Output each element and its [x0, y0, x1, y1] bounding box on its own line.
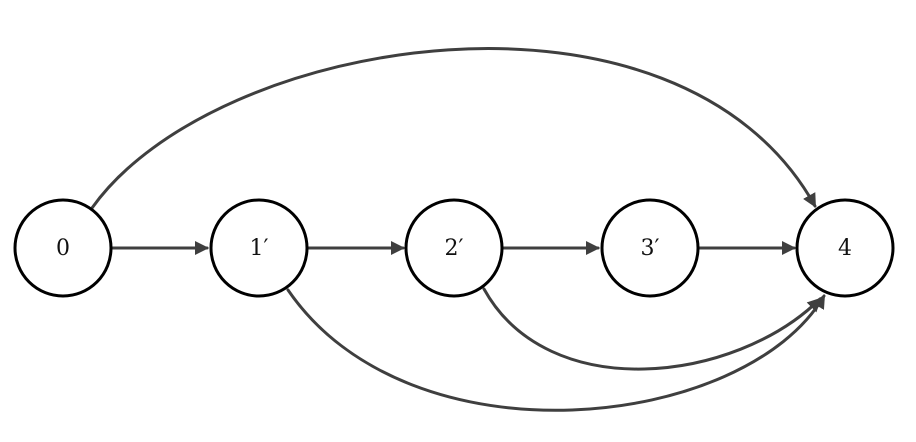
- node-4: 4: [795, 198, 895, 298]
- edge-0-to-4: [90, 47, 817, 210]
- node-0: 0: [13, 198, 113, 298]
- node-2-prime: 2′: [404, 198, 504, 298]
- edge-1p-to-4: [286, 288, 826, 412]
- node-3-prime-label: 3′: [641, 236, 660, 261]
- node-4-label: 4: [838, 236, 852, 261]
- node-2-prime-label: 2′: [445, 236, 464, 261]
- node-3-prime: 3′: [600, 198, 700, 298]
- edge-2p-to-4: [482, 287, 822, 371]
- node-1-prime-label: 1′: [250, 236, 269, 261]
- node-0-label: 0: [56, 236, 70, 261]
- node-1-prime: 1′: [209, 198, 309, 298]
